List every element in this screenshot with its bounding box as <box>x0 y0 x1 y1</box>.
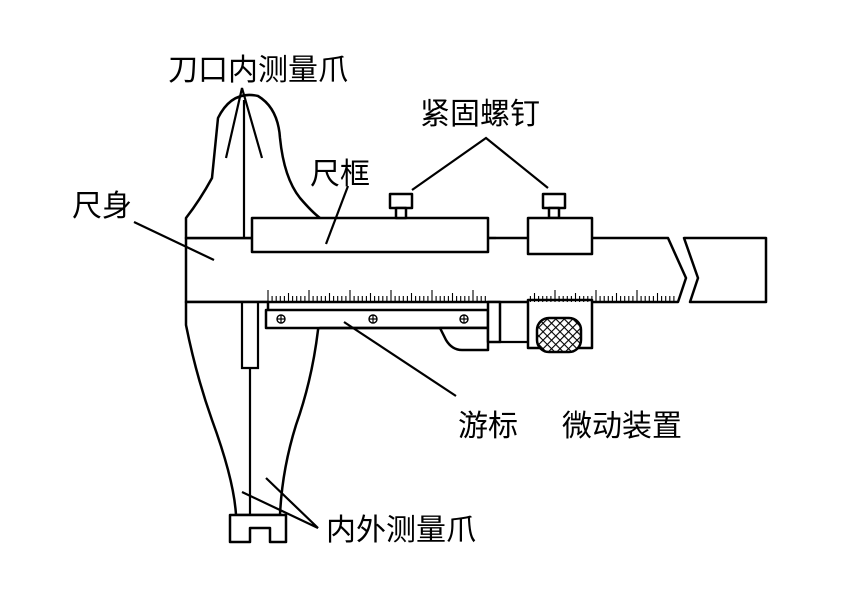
leader-main-scale <box>133 221 215 261</box>
leader-locking-screw <box>411 136 549 191</box>
cross-screw-icon <box>459 314 469 324</box>
leader-knife-jaw <box>224 87 264 159</box>
leader-frame <box>324 185 350 245</box>
vernier-hook <box>438 326 490 352</box>
main-scale-end-piece <box>682 236 768 304</box>
fine-adjust-knob <box>535 316 583 354</box>
main-scale-ticks <box>267 290 675 302</box>
fixed-upper-jaw <box>184 93 322 240</box>
locking-screw-right <box>541 192 567 220</box>
locking-screw-left <box>388 192 414 220</box>
fine-adjust-block-top <box>526 216 594 256</box>
fixed-lower-jaw <box>184 300 322 517</box>
cross-screw-icon <box>276 314 286 324</box>
leader-inner-outer-jaw <box>241 477 319 529</box>
lower-jaw-tip <box>228 513 288 544</box>
label-vernier: 游标 <box>458 409 518 444</box>
label-locking-screw: 紧固螺钉 <box>420 97 540 132</box>
vernier-clip <box>486 300 502 344</box>
label-main-scale: 尺身 <box>72 189 132 224</box>
label-frame: 尺框 <box>310 157 370 192</box>
label-inner-outer-jaw: 内外测量爪 <box>326 513 476 548</box>
leader-vernier <box>343 321 457 397</box>
label-knife-edge-inner-jaw: 刀口内测量爪 <box>168 53 348 88</box>
cross-screw-icon <box>368 314 378 324</box>
frame-top-bar <box>250 216 490 254</box>
label-fine-adjustment: 微动装置 <box>562 409 682 444</box>
